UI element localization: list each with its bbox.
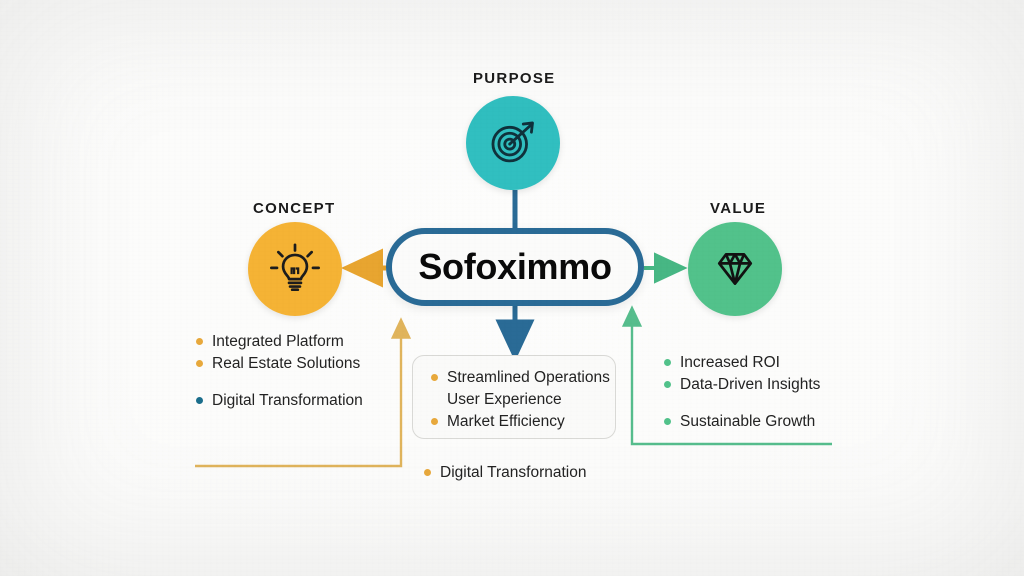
diamond-icon — [717, 253, 753, 285]
value-circle[interactable] — [688, 222, 782, 316]
list-item: Data-Driven Insights — [664, 374, 820, 395]
list-item-label: Integrated Platform — [212, 333, 344, 350]
center-node-label: Sofoximmo — [418, 246, 612, 287]
list-item-label: Streamlined Operations — [447, 369, 610, 386]
value-bullet-list: Increased ROI Data-Driven Insights Susta… — [664, 352, 820, 433]
list-item: Integrated Platform — [196, 331, 363, 352]
center-node[interactable]: Sofoximmo — [386, 228, 644, 306]
bullet-dot — [431, 374, 438, 381]
middle-box: Streamlined Operations User Experience M… — [412, 355, 616, 439]
concept-circle[interactable] — [248, 222, 342, 316]
concept-heading: CONCEPT — [253, 200, 336, 217]
value-heading: VALUE — [710, 200, 767, 217]
bullet-dot — [196, 360, 203, 367]
list-item-label: Data-Driven Insights — [680, 376, 821, 393]
list-item-label: Increased ROI — [680, 354, 780, 371]
purpose-heading: PURPOSE — [473, 70, 556, 87]
bullet-dot — [664, 381, 671, 388]
bullet-dot — [424, 469, 431, 476]
list-gap — [196, 375, 363, 390]
bullet-dot — [431, 396, 438, 403]
list-item: Increased ROI — [664, 352, 820, 373]
lightbulb-icon — [270, 243, 320, 292]
list-item-label: Real Estate Solutions — [212, 355, 361, 372]
list-item: Market Efficiency — [431, 411, 615, 432]
list-item: Streamlined Operations — [431, 367, 615, 388]
bullet-dot — [664, 418, 671, 425]
list-item-label: Market Efficiency — [447, 413, 565, 430]
bullet-dot — [196, 338, 203, 345]
list-item-label: Digital Transfornation — [440, 464, 587, 481]
list-item-label: Digital Transformation — [212, 392, 363, 409]
list-item: User Experience — [431, 389, 615, 410]
bottom-bullet-list: Digital Transfornation — [424, 462, 586, 484]
purpose-circle[interactable] — [466, 96, 560, 190]
list-item-label: User Experience — [447, 391, 562, 408]
bullet-dot — [196, 397, 203, 404]
list-item: Digital Transfornation — [424, 462, 586, 483]
connector-left-elbow — [195, 317, 412, 468]
list-item-label: Sustainable Growth — [680, 413, 816, 430]
concept-bullet-list: Integrated Platform Real Estate Solution… — [196, 331, 363, 412]
bullet-dot — [664, 359, 671, 366]
list-item: Real Estate Solutions — [196, 353, 363, 374]
connector-right-elbow — [621, 305, 832, 446]
list-item: Sustainable Growth — [664, 411, 820, 432]
list-gap — [664, 396, 820, 411]
bullet-dot — [431, 418, 438, 425]
target-icon — [491, 121, 534, 163]
list-item: Digital Transformation — [196, 390, 363, 411]
